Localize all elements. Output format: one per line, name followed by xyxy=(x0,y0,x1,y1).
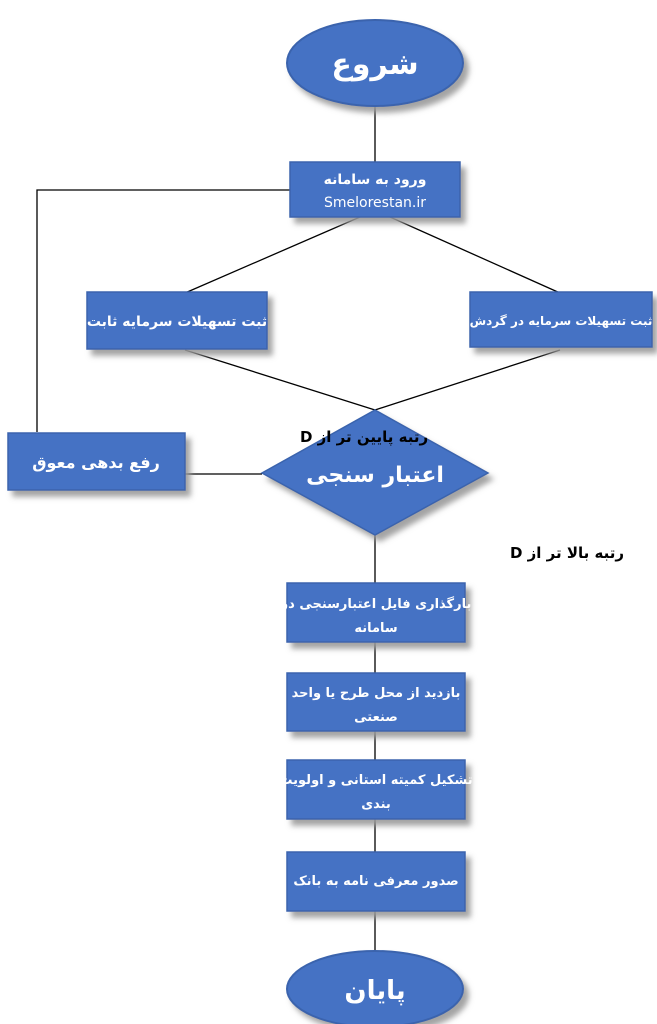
edge-label-above-d: رتبه بالا تر از D xyxy=(510,544,624,562)
clear-overdue-node: رفع بدهی معوق xyxy=(7,432,186,491)
connector-overdue-login xyxy=(36,189,290,432)
start-label: شروع xyxy=(331,47,418,82)
committee-line1: تشکیل کمیته استانی و اولویت xyxy=(279,773,472,788)
committee-line2: بندی xyxy=(361,797,391,812)
working-capital-node: ثبت تسهیلات سرمایه در گردش xyxy=(469,291,653,348)
login-node: ورود به سامانه Smelorestan.ir xyxy=(289,161,461,218)
login-title: ورود به سامانه xyxy=(324,172,427,188)
fixed-capital-node: ثبت تسهیلات سرمایه ثابت xyxy=(86,291,268,350)
start-node: شروع xyxy=(286,19,464,107)
end-label: پایان xyxy=(344,976,405,1006)
site-visit-node: بازدید از محل طرح یا واحد صنعتی xyxy=(286,672,466,732)
connector-login-fixed xyxy=(184,216,361,294)
bank-letter-node: صدور معرفی نامه به بانک xyxy=(286,851,466,912)
end-node: پایان xyxy=(286,950,464,1024)
site-visit-line2: صنعتی xyxy=(354,710,398,725)
bank-letter-label: صدور معرفی نامه به بانک xyxy=(293,874,458,889)
upload-file-node: بارگذاری فایل اعتبارسنجی در سامانه xyxy=(280,582,472,643)
connectors xyxy=(36,105,561,950)
upload-file-line2: سامانه xyxy=(354,621,397,636)
working-capital-label: ثبت تسهیلات سرمایه در گردش xyxy=(470,314,653,328)
credit-assessment-label: اعتبار سنجی xyxy=(306,463,444,488)
clear-overdue-label: رفع بدهی معوق xyxy=(32,453,160,472)
committee-node: تشکیل کمیته استانی و اولویت بندی xyxy=(279,759,473,820)
site-visit-line1: بازدید از محل طرح یا واحد xyxy=(292,686,461,701)
connector-working-credit xyxy=(374,349,561,411)
connector-login-working xyxy=(389,216,561,294)
fixed-capital-label: ثبت تسهیلات سرمایه ثابت xyxy=(87,314,267,330)
connector-fixed-credit xyxy=(184,349,376,411)
edge-label-below-d: رتبه پایین تر از D xyxy=(300,428,428,447)
login-url: Smelorestan.ir xyxy=(324,195,426,211)
upload-file-line1: بارگذاری فایل اعتبارسنجی در xyxy=(280,596,472,612)
credit-assessment-node: اعتبار سنجی xyxy=(260,409,490,536)
